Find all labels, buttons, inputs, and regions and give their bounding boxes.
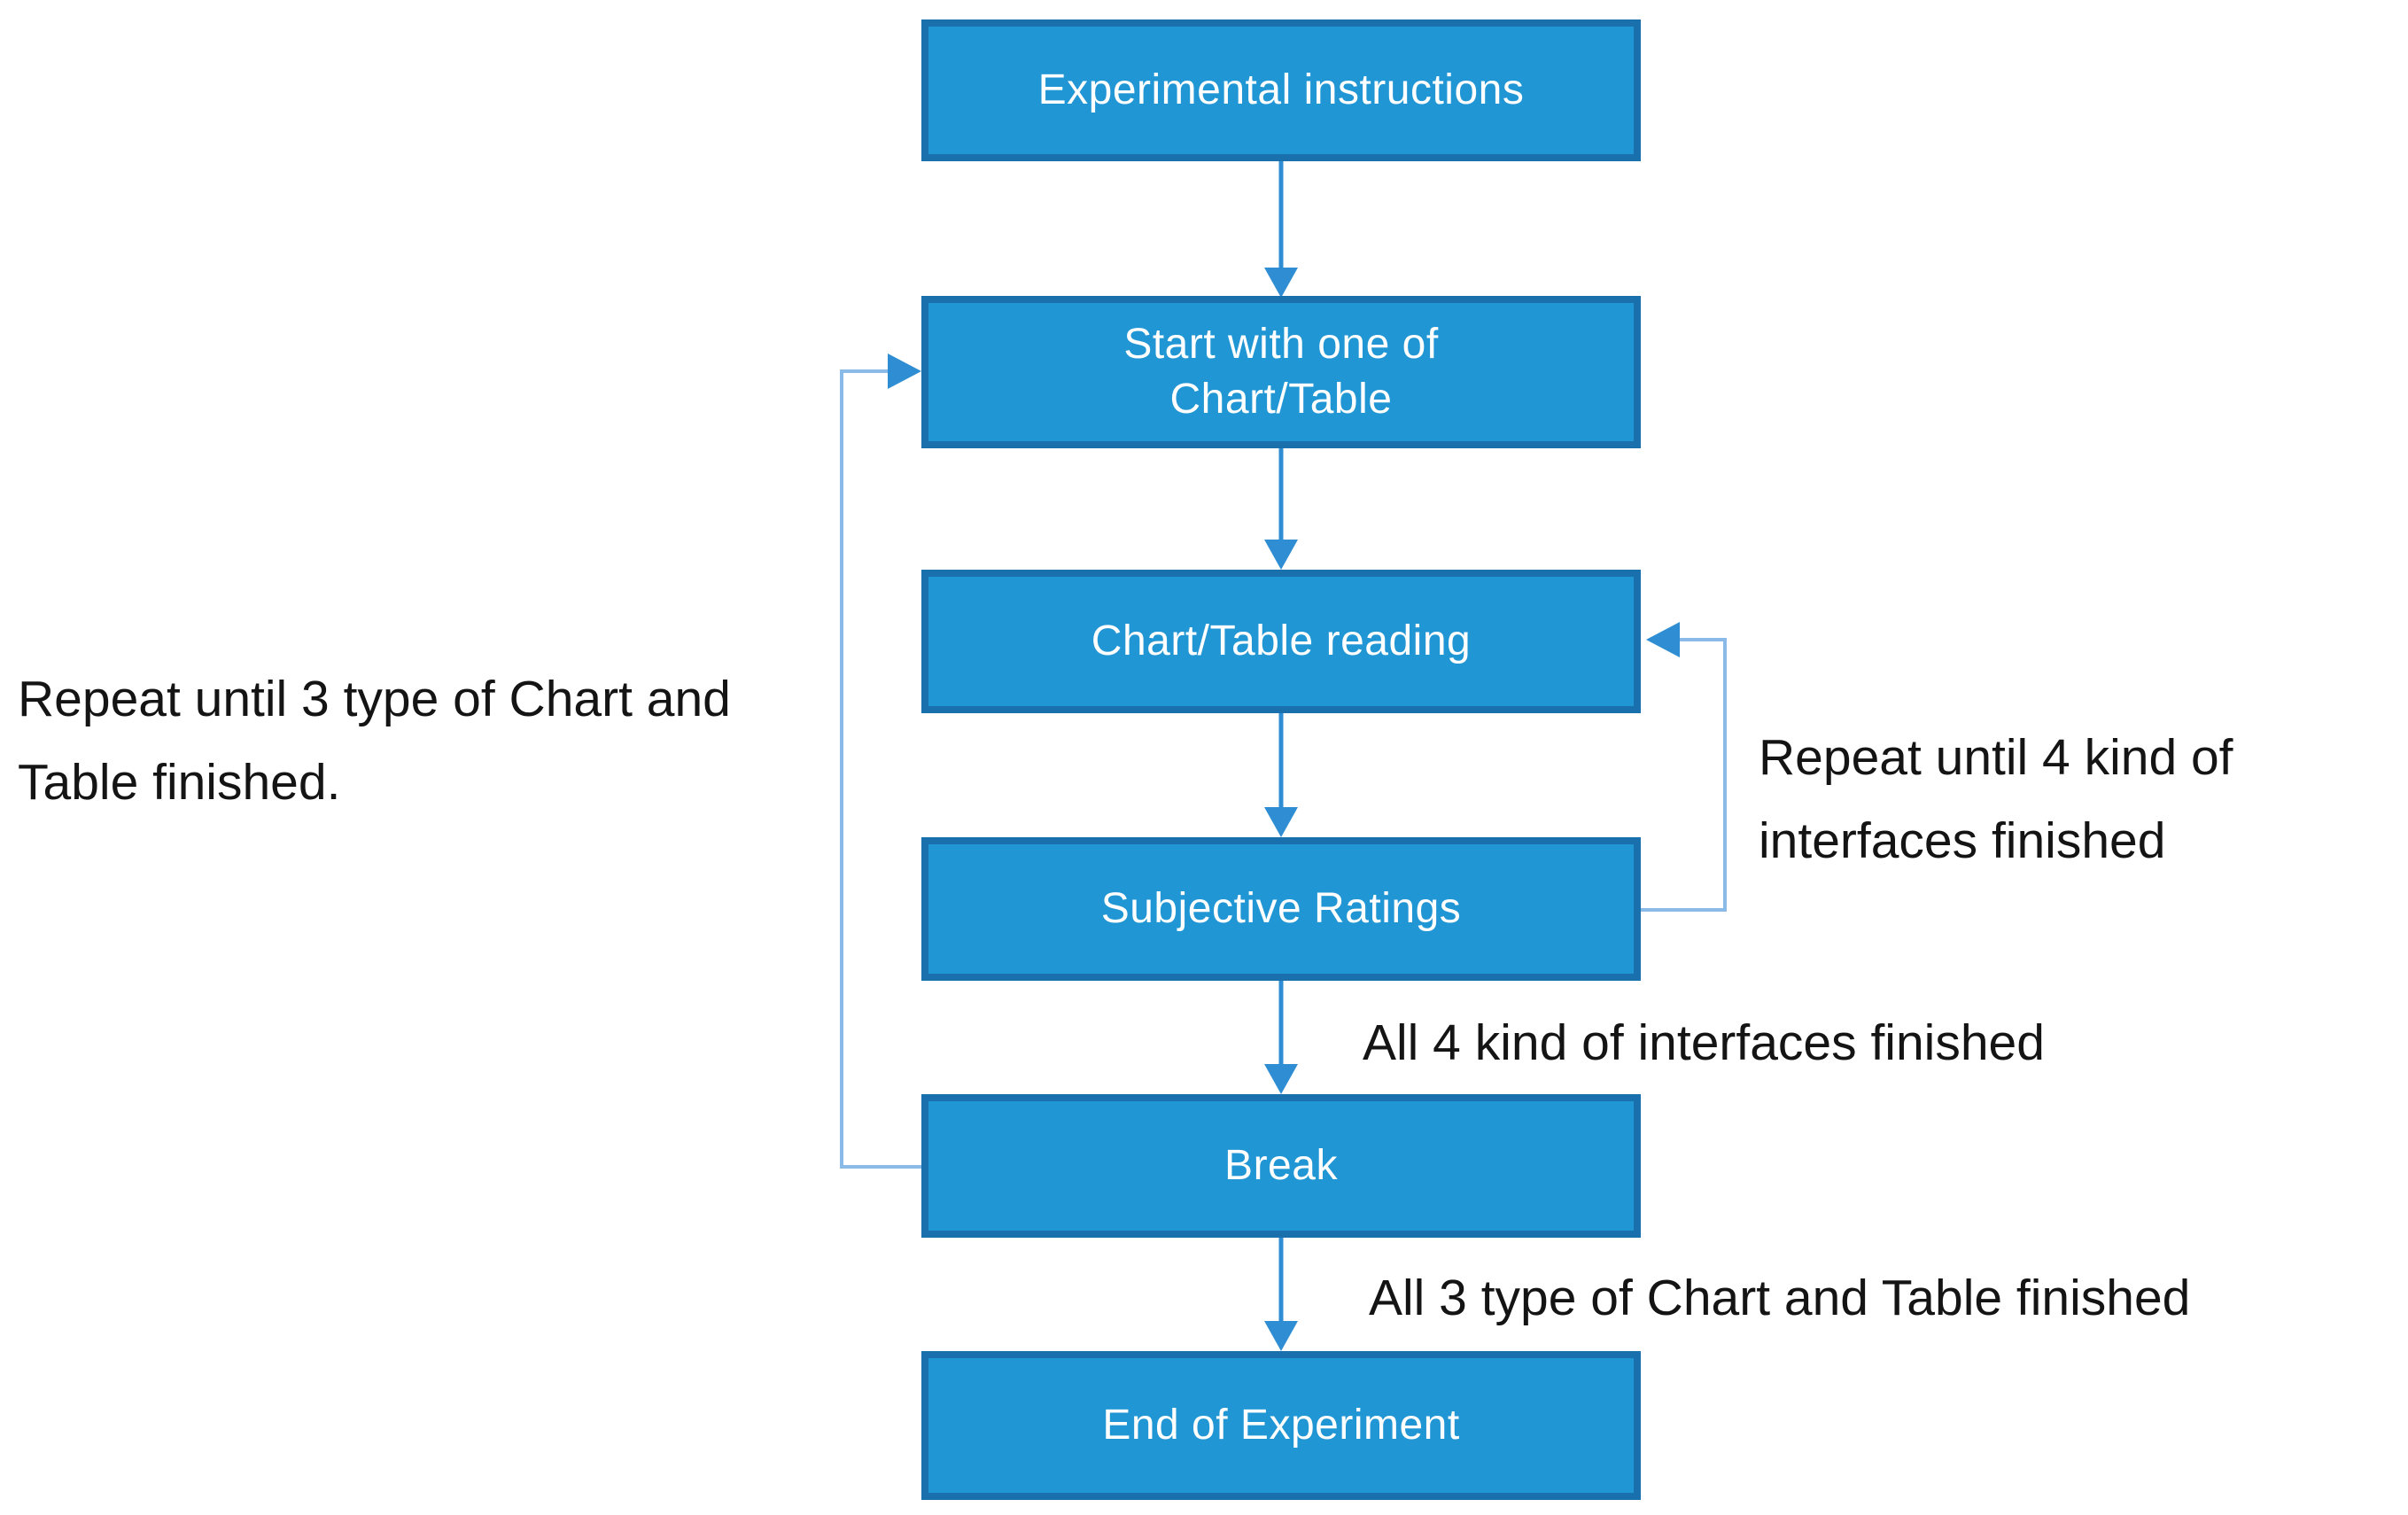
- arrow-down-icon: [1264, 1321, 1298, 1351]
- node-label: Chart/Table reading: [1091, 617, 1472, 664]
- edge-label-all-interfaces-finished: All 4 kind of interfaces finished: [1363, 1014, 2045, 1071]
- arrow-down-icon: [1264, 807, 1298, 837]
- right-loop-label: Repeat until 4 kind of interfaces finish…: [1759, 729, 2233, 870]
- left-loop-label: Repeat until 3 type of Chart and Table f…: [18, 671, 731, 812]
- node-label: Start with one of Chart/Table: [1123, 320, 1439, 423]
- arrow-down-icon: [1264, 1064, 1298, 1094]
- arrow-ratings-to-break: [1264, 981, 1298, 1094]
- arrow-down-icon: [1264, 540, 1298, 570]
- arrow-right-icon: [888, 354, 921, 389]
- node-experimental-instructions: Experimental instructions: [921, 19, 1641, 161]
- node-label: Experimental instructions: [1037, 66, 1525, 113]
- arrow-break-to-end: [1264, 1238, 1298, 1351]
- node-chart-table-reading: Chart/Table reading: [921, 570, 1641, 713]
- arrow-down-icon: [1264, 268, 1298, 298]
- arrow-instructions-to-start: [1264, 161, 1298, 298]
- arrow-left-icon: [1646, 622, 1680, 657]
- node-break: Break: [921, 1094, 1641, 1238]
- loop-connector-left: [840, 354, 921, 1169]
- arrow-start-to-reading: [1264, 448, 1298, 570]
- node-label: Subjective Ratings: [1100, 884, 1462, 932]
- node-label: Break: [1224, 1141, 1338, 1189]
- node-start-with-one-of-chart-table: Start with one of Chart/Table: [921, 296, 1641, 448]
- loop-connector-right: [1641, 622, 1727, 912]
- node-subjective-ratings: Subjective Ratings: [921, 837, 1641, 981]
- node-end-of-experiment: End of Experiment: [921, 1351, 1641, 1500]
- edge-label-all-chart-table-finished: All 3 type of Chart and Table finished: [1369, 1270, 2191, 1326]
- arrow-reading-to-ratings: [1264, 713, 1298, 837]
- node-label: End of Experiment: [1102, 1401, 1460, 1449]
